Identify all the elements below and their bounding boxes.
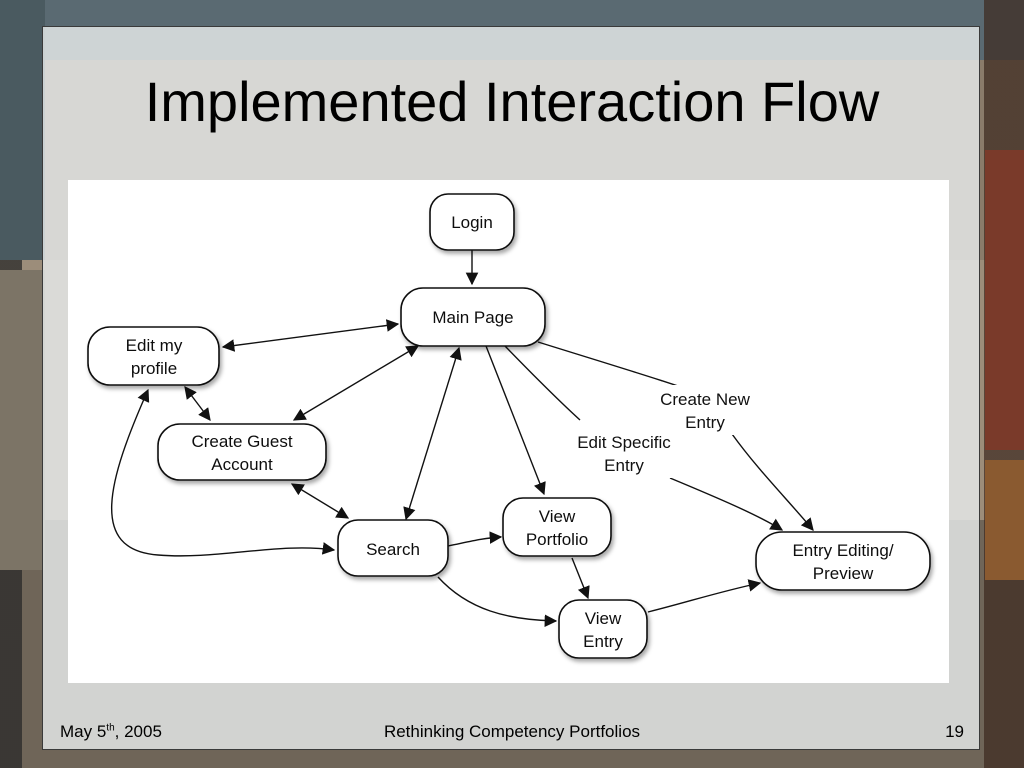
book-spine — [0, 270, 45, 570]
edge-edit-profile-guest — [184, 385, 211, 422]
node-search: Search — [337, 519, 449, 577]
node-edit-profile: Edit my profile — [87, 326, 220, 386]
footer-date-suffix-sup: th — [106, 722, 115, 734]
book-spine — [985, 150, 1024, 450]
flow-diagram-svg: Create New Entry Edit Specific Entry Log… — [87, 193, 931, 659]
node-main-page-label: Main Page — [432, 308, 513, 327]
edge-label-create-new: Create New — [660, 390, 750, 409]
node-create-guest: Create Guest Account — [157, 423, 327, 481]
label-backing — [564, 428, 684, 478]
edge-edit-profile-search — [111, 388, 336, 557]
edge-label-edit-specific: Entry — [604, 456, 644, 475]
edge-view-entry-entry-edit — [647, 579, 762, 613]
edge-main-view-portfolio — [485, 345, 546, 496]
edge-guest-search — [290, 483, 350, 519]
node-main-page: Main Page — [400, 287, 546, 347]
edge-labels: Create New Entry Edit Specific Entry — [564, 385, 760, 478]
edge-search-view-entry — [437, 576, 558, 628]
node-entry-editing-label: Preview — [813, 564, 874, 583]
node-view-entry-label: View — [585, 609, 622, 628]
node-entry-editing: Entry Editing/ Preview — [755, 531, 931, 591]
edge-main-entry-edit-specific — [504, 345, 782, 530]
node-view-portfolio-label: Portfolio — [526, 530, 588, 549]
edge-label-create-new: Entry — [685, 413, 725, 432]
book-spine — [0, 0, 45, 260]
edge-main-edit-profile — [221, 319, 400, 352]
node-view-entry: View Entry — [558, 599, 648, 659]
node-view-portfolio-label: View — [539, 507, 576, 526]
footer-date: May 5th, 2005 — [60, 722, 162, 742]
flow-diagram: Create New Entry Edit Specific Entry Log… — [68, 180, 949, 683]
node-entry-editing-label: Entry Editing/ — [792, 541, 893, 560]
node-login-label: Login — [451, 213, 493, 232]
label-backing — [650, 385, 760, 435]
edge-main-guest — [292, 345, 420, 421]
footer-date-year: , 2005 — [114, 722, 162, 741]
footer-date-day: May 5 — [60, 722, 107, 741]
node-login: Login — [429, 193, 515, 251]
edges — [111, 250, 813, 628]
edge-view-portfolio-view-entry — [571, 557, 590, 600]
node-view-portfolio: View Portfolio — [502, 497, 612, 557]
edge-label-edit-specific: Edit Specific — [577, 433, 671, 452]
slide-number: 19 — [945, 722, 964, 741]
node-edit-profile-label: profile — [131, 359, 177, 378]
edge-main-search — [403, 346, 462, 521]
book-spine — [985, 460, 1024, 580]
footer-title: Rethinking Competency Portfolios — [383, 722, 641, 741]
node-create-guest-label: Account — [211, 455, 273, 474]
node-create-guest-label: Create Guest — [191, 432, 292, 451]
edge-search-view-portfolio — [447, 531, 503, 547]
node-edit-profile-label: Edit my — [126, 336, 183, 355]
node-view-entry-label: Entry — [583, 632, 623, 651]
node-search-label: Search — [366, 540, 420, 559]
slide-title: Implemented Interaction Flow — [144, 70, 880, 133]
